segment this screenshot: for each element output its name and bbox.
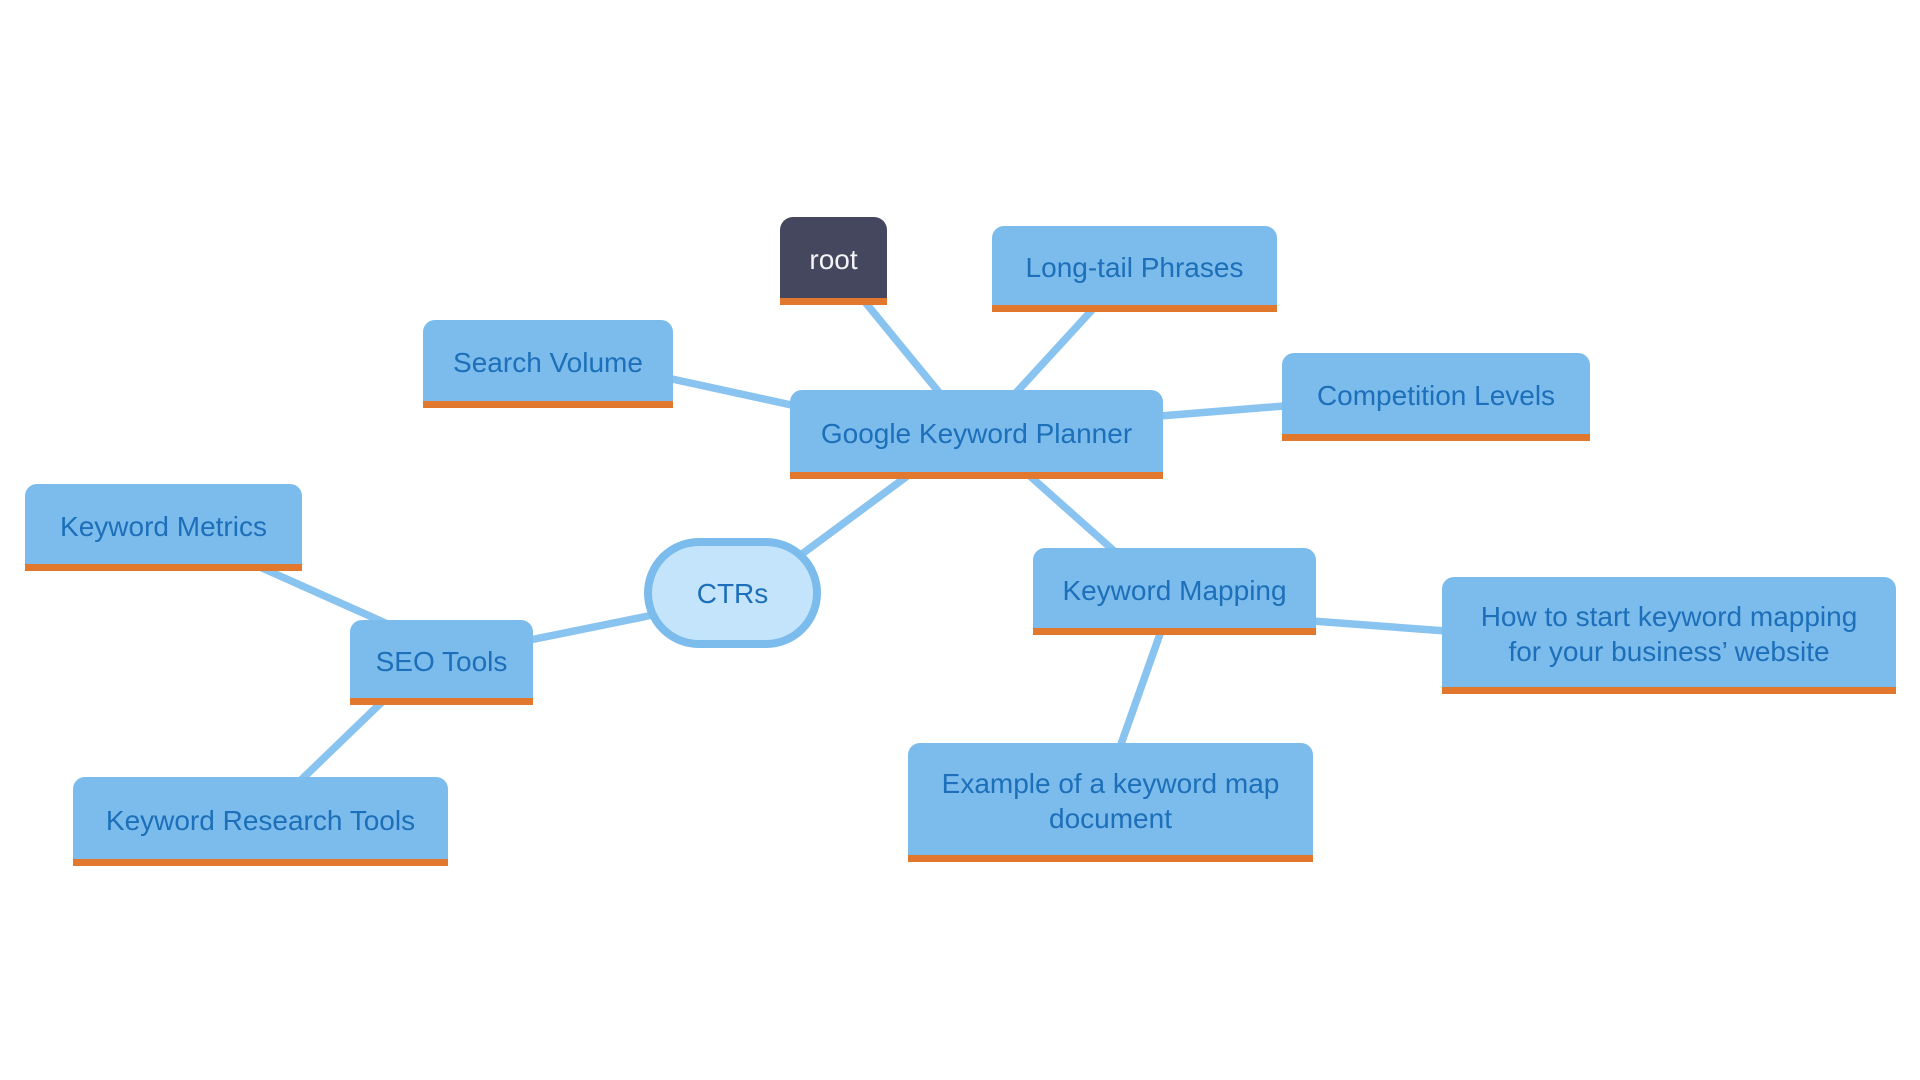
node-google-keyword-planner[interactable]: Google Keyword Planner: [790, 390, 1163, 479]
edge-seo-tools-keyword-research-tools: [296, 696, 388, 785]
node-ctrs[interactable]: CTRs: [644, 538, 821, 648]
edge-long-tail-phrases-google-keyword-planner: [1010, 306, 1096, 399]
edge-root-google-keyword-planner: [861, 298, 946, 400]
node-example-document[interactable]: Example of a keyword map document: [908, 743, 1313, 862]
edge-keyword-mapping-example-document: [1116, 630, 1164, 751]
node-search-volume[interactable]: Search Volume: [423, 320, 673, 408]
edge-google-keyword-planner-keyword-mapping: [1027, 473, 1126, 562]
node-root[interactable]: root: [780, 217, 887, 305]
node-keyword-mapping[interactable]: Keyword Mapping: [1033, 548, 1316, 635]
node-ctrs-label: CTRs: [696, 577, 769, 609]
edge-ctrs-seo-tools: [526, 612, 652, 644]
edge-google-keyword-planner-ctrs: [798, 473, 910, 558]
node-keyword-metrics[interactable]: Keyword Metrics: [25, 484, 302, 571]
node-google-keyword-planner-label: Google Keyword Planner: [820, 417, 1133, 449]
node-root-label: root: [809, 244, 858, 275]
node-keyword-mapping-label: Keyword Mapping: [1062, 574, 1287, 606]
node-how-to-start-label: How to start keyword mapping for your bu…: [1480, 601, 1858, 667]
node-seo-tools[interactable]: SEO Tools: [350, 620, 533, 705]
edge-keyword-metrics-seo-tools: [258, 564, 396, 630]
node-search-volume-label: Search Volume: [453, 347, 643, 378]
node-example-document-label: Example of a keyword map document: [941, 768, 1280, 834]
node-keyword-metrics-label: Keyword Metrics: [60, 510, 267, 542]
node-keyword-research-tools-label: Keyword Research Tools: [105, 804, 416, 836]
node-long-tail-phrases-label: Long-tail Phrases: [1025, 252, 1244, 283]
edge-keyword-mapping-how-to-start: [1308, 617, 1450, 635]
node-competition-levels-label: Competition Levels: [1316, 380, 1556, 411]
node-seo-tools-label: SEO Tools: [375, 645, 508, 677]
node-competition-levels[interactable]: Competition Levels: [1282, 353, 1590, 441]
node-how-to-start[interactable]: How to start keyword mapping for your bu…: [1442, 577, 1896, 694]
edge-competition-levels-google-keyword-planner: [1156, 402, 1288, 420]
node-keyword-research-tools[interactable]: Keyword Research Tools: [73, 777, 448, 866]
node-long-tail-phrases[interactable]: Long-tail Phrases: [992, 226, 1277, 312]
edge-search-volume-google-keyword-planner: [668, 375, 800, 410]
